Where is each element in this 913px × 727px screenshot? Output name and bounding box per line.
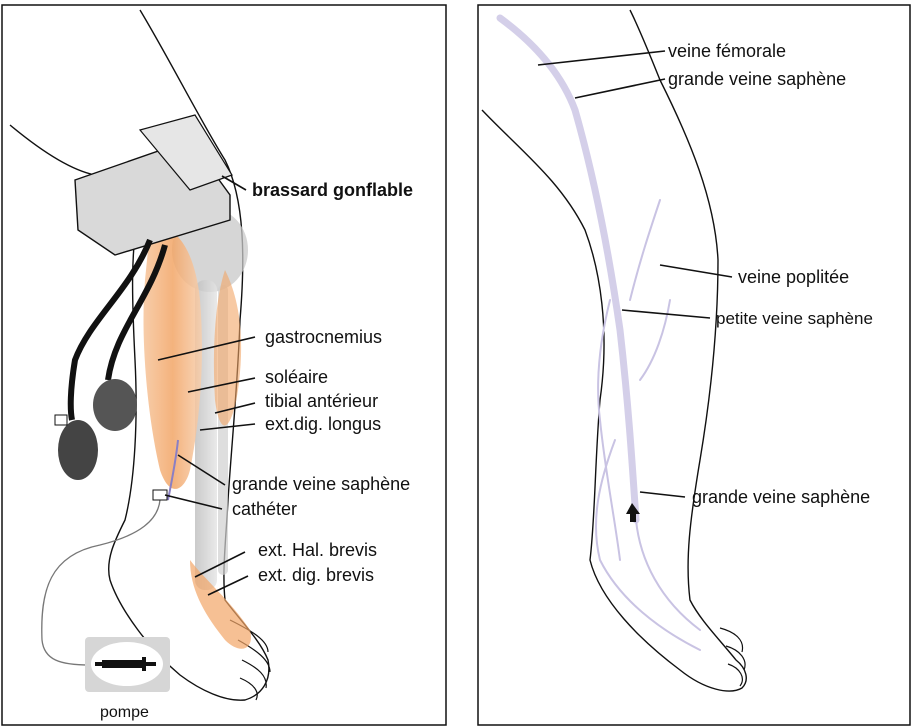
catheter-clip: [153, 490, 167, 500]
label-ext-dig-brevis: ext. dig. brevis: [258, 565, 374, 585]
left-panel: brassard gonflable gastrocnemius soléair…: [2, 5, 446, 725]
label-popliteal-vein: veine poplitée: [738, 267, 849, 287]
label-pump: pompe: [100, 704, 149, 721]
label-small-saphenous: petite veine saphène: [716, 309, 873, 328]
label-saphenous: grande veine saphène: [232, 474, 410, 494]
label-catheter: cathéter: [232, 499, 297, 519]
label-cuff: brassard gonflable: [252, 180, 413, 200]
pump-box: [85, 637, 170, 692]
label-femoral-vein: veine fémorale: [668, 41, 786, 61]
right-panel-frame: [478, 5, 910, 725]
label-soleus: soléaire: [265, 367, 328, 387]
label-tibialis: tibial antérieur: [265, 391, 378, 411]
label-ext-dig-longus: ext.dig. longus: [265, 414, 381, 434]
label-ext-hal-brevis: ext. Hal. brevis: [258, 540, 377, 560]
label-great-saphenous-top: grande veine saphène: [668, 69, 846, 89]
label-gastrocnemius: gastrocnemius: [265, 327, 382, 347]
label-great-saphenous-bottom: grande veine saphène: [692, 487, 870, 507]
right-panel: veine fémorale grande veine saphène vein…: [478, 5, 910, 725]
